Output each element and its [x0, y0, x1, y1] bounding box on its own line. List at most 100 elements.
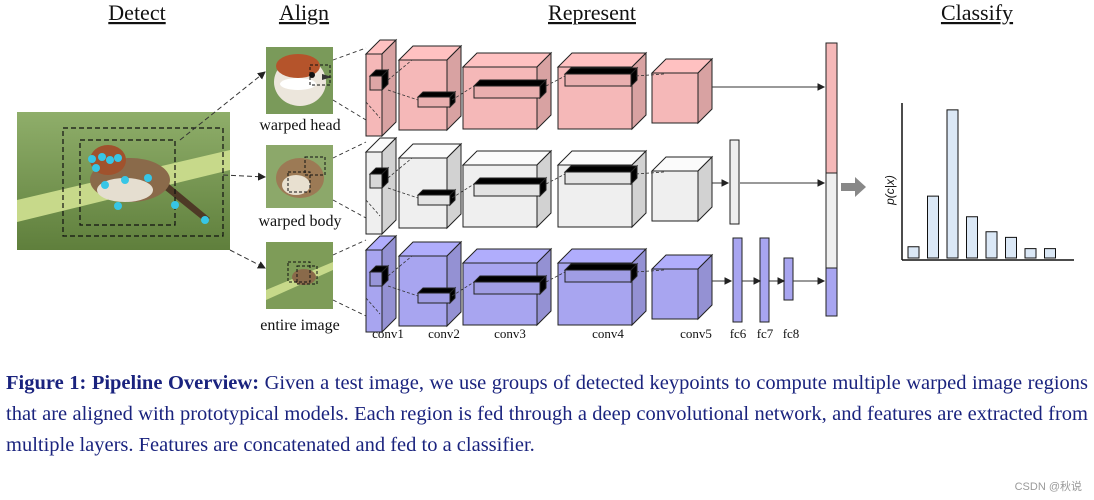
watermark: CSDN @秋说: [1014, 481, 1082, 493]
keypoint-markers: [88, 153, 209, 224]
entire-fc8: [783, 257, 794, 301]
histogram-bar: [1005, 236, 1017, 259]
y-axis-label: p(c|x): [883, 175, 897, 206]
entire-kernel1: [369, 271, 383, 287]
entire-link01: [365, 297, 381, 315]
layer-label-conv2: conv2: [428, 326, 460, 341]
head-kernel2-top: [416, 91, 457, 98]
entire-fc7-fc8-head: [777, 277, 786, 285]
classifier-histogram: p(c|x): [883, 103, 1074, 261]
entire-conv5-side: [697, 253, 713, 321]
head-kernel1-side: [381, 68, 389, 92]
layer-label-fc7: fc7: [757, 326, 774, 341]
entire-fc6: [732, 237, 743, 323]
classifier-arrow: [841, 177, 866, 197]
histogram-bar: [946, 109, 959, 259]
body-link01: [365, 199, 381, 217]
entire-conv4-top: [556, 248, 648, 264]
head-conv4-top: [556, 52, 648, 68]
head-conv1: [365, 53, 383, 137]
body-fc6-to-concat-head: [817, 179, 826, 187]
stage-detect-title: Detect: [108, 0, 165, 25]
body-conv4-top: [556, 150, 648, 166]
body-kernel3: [473, 183, 541, 197]
entire-link12: [387, 255, 413, 277]
body-kernel1: [369, 173, 383, 189]
head-to-concat-head: [817, 83, 826, 91]
entire-kernel4: [564, 269, 632, 283]
head-conv4-side: [631, 51, 647, 131]
entire-kernel4-side: [630, 262, 638, 284]
caption-lead: Figure 1: Pipeline Overview:: [6, 372, 260, 394]
histogram-bar: [966, 216, 978, 259]
head-kernel3-top: [472, 79, 548, 87]
figure-caption: Figure 1: Pipeline Overview: Given a tes…: [6, 368, 1088, 461]
pipeline-figure: Detect Align Represent Classify wa: [17, 0, 1074, 341]
layer-label-conv1: conv1: [372, 326, 404, 341]
layer-label-conv3: conv3: [494, 326, 526, 341]
stage-represent-title: Represent: [548, 0, 636, 25]
entire-link12b: [387, 285, 419, 297]
body-conv5-side: [697, 155, 713, 223]
head-conv3-top: [461, 52, 553, 68]
body-fc6: [729, 139, 740, 225]
body-link23: [451, 183, 475, 199]
entire-kernel2-top: [416, 287, 457, 294]
histogram-bar: [1024, 248, 1037, 259]
layer-labels: conv1 conv2 conv3 conv4 conv5 fc6 fc7 fc…: [372, 326, 799, 341]
entire-link34: [545, 271, 566, 283]
stage-classify-title: Classify: [941, 0, 1013, 25]
head-link12b: [387, 89, 419, 101]
entire-conv2-side: [446, 240, 462, 328]
histogram-bar: [907, 246, 920, 259]
head-link12: [387, 59, 413, 81]
detect-to-align-links: [179, 71, 266, 269]
head-link23: [451, 85, 475, 101]
entire-conv4-side: [631, 247, 647, 327]
body-conv2-side: [446, 142, 462, 230]
crop-to-conv-links: [332, 47, 367, 317]
concatenated-feature-vector: [825, 42, 838, 317]
entire-image-crop: [266, 242, 333, 309]
histogram-bar: [1044, 248, 1056, 259]
entire-conv1: [365, 249, 383, 333]
body-conv4-side: [631, 149, 647, 229]
entire-fc8-to-concat-head: [817, 277, 826, 285]
body-kernel3-top: [472, 177, 548, 185]
head-kernel3-side: [539, 78, 547, 100]
entire-fc7: [759, 237, 770, 323]
entire-image-label: entire image: [260, 317, 340, 334]
layer-label-fc8: fc8: [783, 326, 800, 341]
entire-link23: [451, 281, 475, 297]
warped-body-crop: [266, 145, 333, 208]
body-conv1: [365, 151, 383, 235]
body-kernel3-side: [539, 176, 547, 198]
body-link12b: [387, 187, 419, 199]
entire-kernel3: [473, 281, 541, 295]
layer-label-conv5: conv5: [680, 326, 712, 341]
body-conv5: [651, 170, 699, 222]
head-kernel1: [369, 75, 383, 91]
head-conv1-side: [381, 38, 397, 138]
entire-kernel4-top: [563, 263, 639, 271]
body-kernel4-side: [630, 164, 638, 186]
warped-head-crop: [266, 47, 333, 114]
histogram-bar: [985, 231, 998, 259]
entire-to-fc6-head: [724, 277, 733, 285]
entire-conv1-side: [381, 234, 397, 334]
entire-conv3-top: [461, 248, 553, 264]
entire-kernel3-side: [539, 274, 547, 296]
body-conv3-top: [461, 150, 553, 166]
entire-kernel3-top: [472, 275, 548, 283]
body-kernel4-top: [563, 165, 639, 173]
stage-align-title: Align: [279, 0, 329, 25]
cnn-layers: [364, 38, 826, 334]
head-link01: [365, 101, 381, 119]
body-conv1-side: [381, 136, 397, 236]
body-link12: [387, 157, 413, 179]
head-conv5-side: [697, 57, 713, 125]
body-kernel2-top: [416, 189, 457, 196]
head-link34: [545, 75, 566, 87]
body-kernel1-side: [381, 166, 389, 190]
body-kernel2: [417, 194, 451, 206]
